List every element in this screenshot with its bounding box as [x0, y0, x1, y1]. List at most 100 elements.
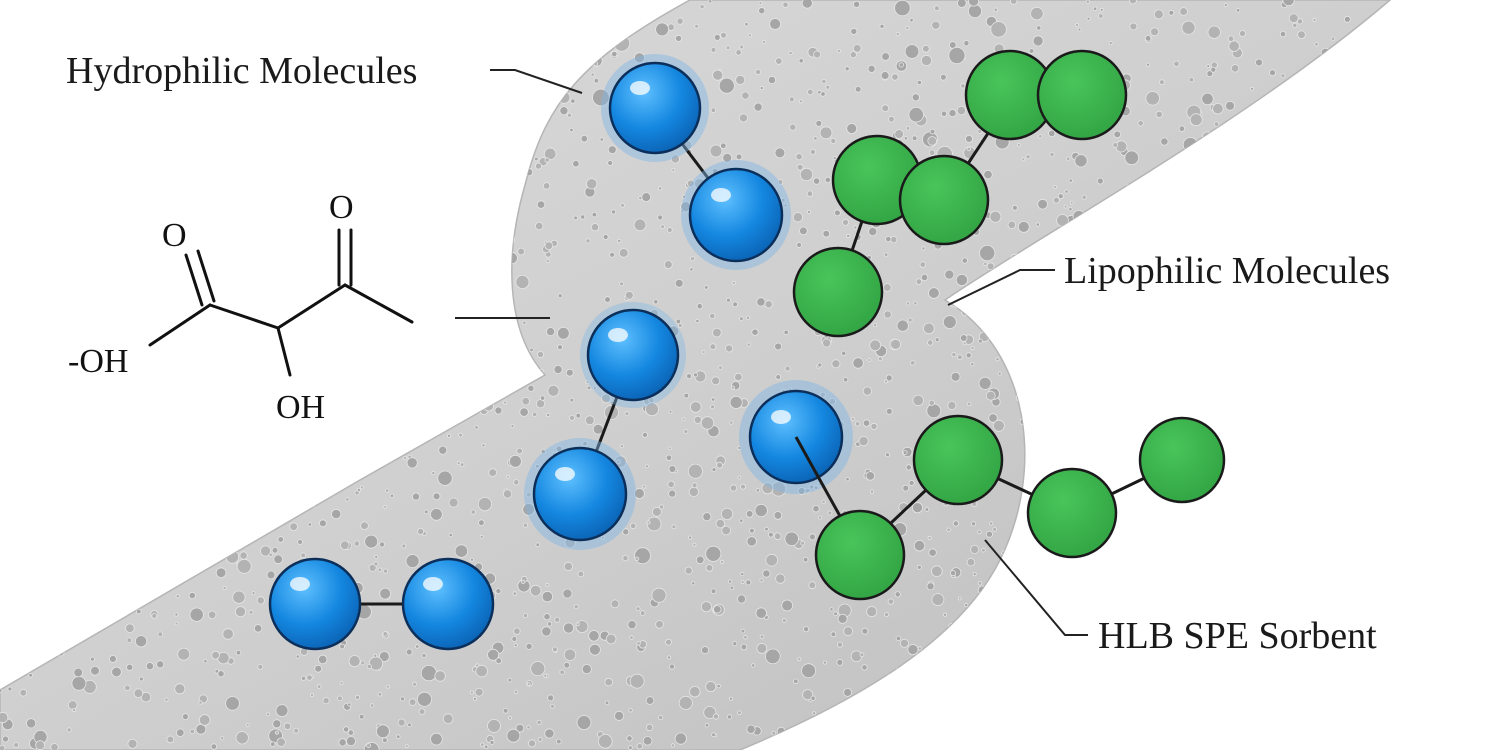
pore [1231, 147, 1239, 155]
pore [124, 262, 130, 268]
pore [101, 419, 107, 425]
pore [1311, 591, 1322, 601]
pore [1328, 338, 1338, 348]
pore [824, 176, 831, 183]
pore [1344, 15, 1351, 23]
pore [996, 712, 1005, 721]
pore [508, 716, 512, 720]
pore [611, 50, 618, 58]
pore [1143, 681, 1148, 686]
pore [1284, 502, 1290, 509]
pore [819, 717, 824, 721]
pore [66, 243, 71, 248]
pore [710, 47, 717, 53]
pore [591, 211, 598, 218]
pore [116, 32, 122, 37]
pore [709, 144, 723, 158]
pore [540, 448, 546, 455]
pore [1335, 211, 1340, 216]
pore [580, 214, 586, 220]
pore [32, 431, 37, 436]
pore [141, 542, 146, 548]
pore [477, 47, 491, 61]
pore [735, 49, 742, 56]
pore [1364, 662, 1377, 674]
pore [1206, 179, 1213, 185]
pore [430, 508, 443, 521]
pore [854, 421, 861, 427]
pore [328, 480, 333, 486]
pore [977, 338, 983, 344]
pore [844, 66, 850, 72]
pore [222, 201, 229, 208]
pore [1244, 582, 1249, 587]
pore [401, 116, 412, 127]
pore [195, 428, 204, 437]
pore [948, 109, 957, 118]
hydroxyl-bottom-label: OH [276, 389, 325, 426]
pore [612, 8, 621, 17]
pore [513, 627, 521, 635]
pore [1300, 556, 1306, 562]
pore [854, 86, 862, 93]
pore [1293, 379, 1298, 384]
pore [916, 564, 922, 570]
pore [812, 711, 817, 716]
pore [1110, 339, 1121, 350]
pore [178, 155, 194, 171]
pore [944, 269, 955, 280]
pore [41, 320, 53, 332]
pore [322, 253, 327, 259]
pore [753, 102, 763, 112]
pore [1322, 413, 1328, 419]
pore [493, 255, 499, 262]
pore [275, 133, 280, 139]
pore [949, 735, 956, 741]
pore [300, 552, 307, 558]
pore [1334, 603, 1346, 615]
pore [646, 516, 662, 532]
pore [334, 110, 346, 122]
pore [126, 428, 132, 434]
pore [1210, 66, 1217, 73]
pore [25, 480, 35, 490]
pore [1087, 701, 1093, 708]
pore [1182, 210, 1187, 215]
pore [585, 238, 591, 244]
pore [793, 678, 799, 684]
pore [522, 503, 535, 516]
pore [569, 127, 574, 133]
pore [378, 541, 385, 548]
pore [380, 457, 386, 463]
pore [327, 130, 337, 139]
pore [197, 232, 214, 249]
pore [1209, 715, 1214, 721]
pore [740, 628, 746, 634]
pore [366, 663, 372, 670]
pore [563, 648, 577, 662]
pore [432, 492, 441, 501]
pore [26, 30, 32, 36]
pore [1298, 177, 1303, 183]
pore [867, 64, 876, 73]
pore [41, 585, 46, 590]
pore [1312, 17, 1317, 22]
pore [51, 650, 57, 656]
pore [220, 321, 233, 334]
pore [26, 718, 37, 729]
pore [377, 149, 383, 156]
pore [1369, 695, 1380, 706]
pore [1075, 740, 1081, 746]
pore [37, 602, 46, 611]
pore [1392, 526, 1398, 532]
pore [911, 135, 918, 142]
pore [485, 241, 500, 256]
pore [1330, 36, 1336, 41]
pore [133, 688, 144, 698]
pore [1168, 336, 1178, 346]
pore [189, 607, 204, 622]
pore [435, 0, 442, 7]
pore [687, 463, 703, 479]
pore [339, 229, 346, 236]
pore [966, 146, 972, 152]
